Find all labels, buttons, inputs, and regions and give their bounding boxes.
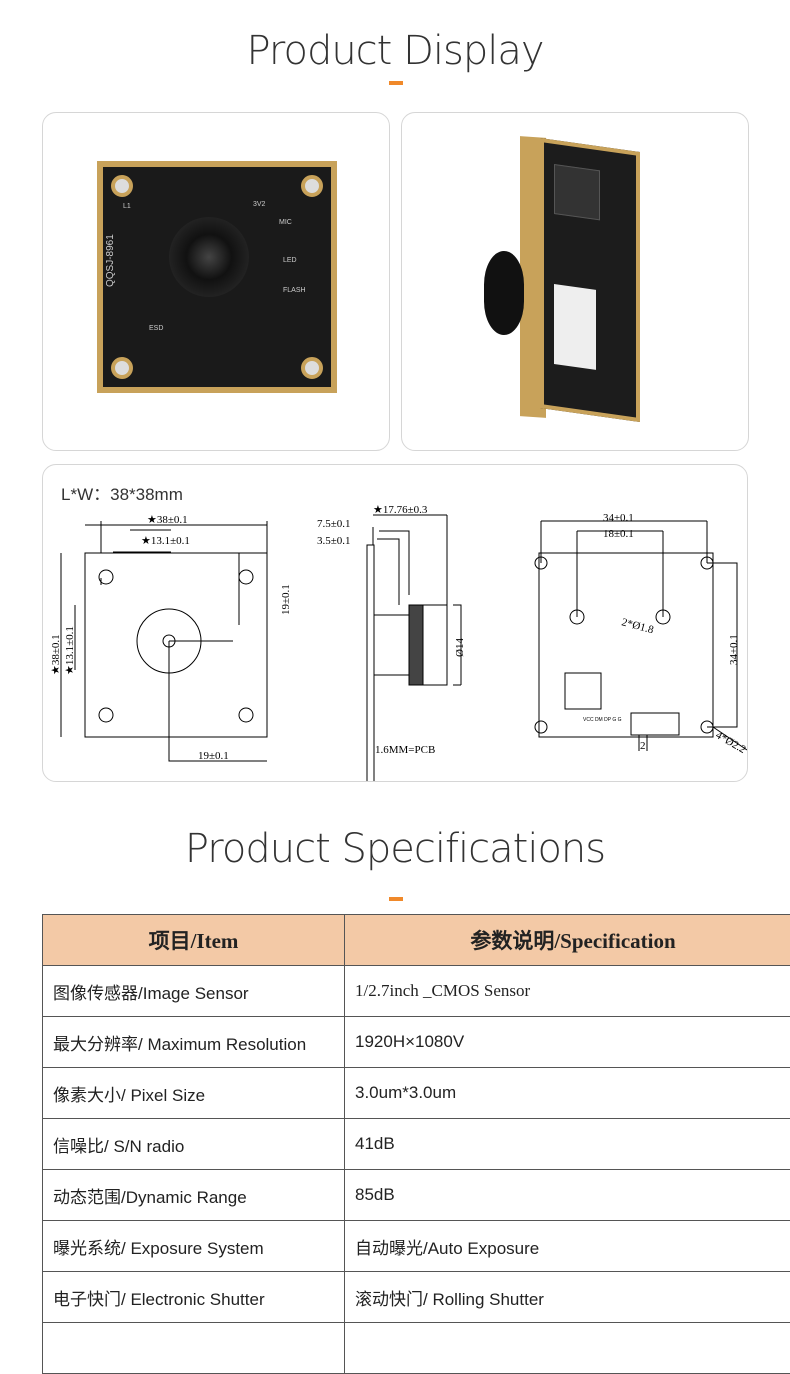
value-cell: 41dB <box>345 1119 790 1170</box>
item-cell: 像素大小/ Pixel Size <box>43 1068 345 1119</box>
display-title: Product Display <box>0 28 790 74</box>
side-photo-card <box>401 112 749 451</box>
dim-front-center-h: 19±0.1 <box>198 750 229 762</box>
board-model-label: QQSJ-8961 <box>105 234 116 287</box>
board-label: LED <box>283 257 297 264</box>
dim-front-width: ★38±0.1 <box>147 514 188 526</box>
item-cell: 曝光系统/ Exposure System <box>43 1221 345 1272</box>
value-cell: 1/2.7inch _CMOS Sensor <box>345 966 790 1017</box>
title-accent-bar <box>389 897 403 901</box>
board-label: ESD <box>149 325 163 332</box>
value-cell: 3.0um*3.0um <box>345 1068 790 1119</box>
dim-back-span: 34±0.1 <box>603 512 634 524</box>
item-cell: 电子快门/ Electronic Shutter <box>43 1272 345 1323</box>
value-cell: 1920H×1080V <box>345 1017 790 1068</box>
dim-back-height: 34±0.1 <box>728 634 740 665</box>
dim-side-pcb: 1.6MM=PCB <box>375 744 435 756</box>
specs-title: Product Specifications <box>0 826 790 872</box>
header-item: 项目/Item <box>43 915 345 966</box>
spec-table: 项目/Item 参数说明/Specification 图像传感器/Image S… <box>42 914 790 1374</box>
item-cell: 最大分辨率/ Maximum Resolution <box>43 1017 345 1068</box>
dim-back-pin: 2 <box>640 740 646 752</box>
camera-board-back <box>540 138 640 422</box>
camera-board-front: QQSJ-8961 FLASH LED L1 3V2 MIC ESD <box>97 161 337 393</box>
front-view: ★38±0.1 ★13.1±0.1 19±0.1 ★38±0.1 ★13.1±0… <box>50 514 292 762</box>
side-view: ★17.76±0.3 7.5±0.1 3.5±0.1 Ø14 1.6MM=PCB <box>317 504 466 782</box>
lens-side <box>484 251 524 335</box>
front-photo-card: QQSJ-8961 FLASH LED L1 3V2 MIC ESD <box>42 112 390 451</box>
board-label: 3V2 <box>253 201 265 208</box>
back-view: 34±0.1 18±0.1 2*Ø1.8 34±0.1 4*Ø2.2 2 VCC… <box>535 512 748 756</box>
value-cell: 85dB <box>345 1170 790 1221</box>
dim-front-lens-offset: ★13.1±0.1 <box>141 535 190 547</box>
board-label: L1 <box>123 203 131 210</box>
dim-front-center-v: 19±0.1 <box>280 584 292 615</box>
title-accent-bar <box>389 81 403 85</box>
item-cell: 信噪比/ S/N radio <box>43 1119 345 1170</box>
board-label: FLASH <box>283 287 306 294</box>
lens <box>169 217 249 297</box>
item-cell: 图像传感器/Image Sensor <box>43 966 345 1017</box>
board-label: MIC <box>279 219 292 226</box>
dim-back-mid: 18±0.1 <box>603 528 634 540</box>
dim-back-mount: 2*Ø1.8 <box>620 616 655 636</box>
dimension-drawing-card: L*W：38*38mm ★38±0.1 ★13.1±0.1 19±0.1 ★38… <box>42 464 748 782</box>
value-cell: 滚动快门/ Rolling Shutter <box>345 1272 790 1323</box>
dim-front-height: ★38±0.1 <box>50 634 62 675</box>
dim-side-total: ★17.76±0.3 <box>373 504 428 516</box>
item-cell: 动态范围/Dynamic Range <box>43 1170 345 1221</box>
dim-front-lens-v: ★13.1±0.1 <box>64 626 76 675</box>
header-specification: 参数说明/Specification <box>345 915 790 966</box>
dim-side-d2: 3.5±0.1 <box>317 535 351 547</box>
table-row <box>43 1323 790 1374</box>
dim-back-corner: 4*Ø2.2 <box>714 729 748 756</box>
dimension-drawings: ★38±0.1 ★13.1±0.1 19±0.1 ★38±0.1 ★13.1±0… <box>43 465 748 782</box>
pin-labels: VCC DM DP G G <box>583 717 622 723</box>
value-cell: 自动曝光/Auto Exposure <box>345 1221 790 1272</box>
dim-side-lens-dia: Ø14 <box>454 638 466 657</box>
table-header-row: 项目/Item 参数说明/Specification <box>43 915 790 966</box>
dim-side-d1: 7.5±0.1 <box>317 518 351 530</box>
